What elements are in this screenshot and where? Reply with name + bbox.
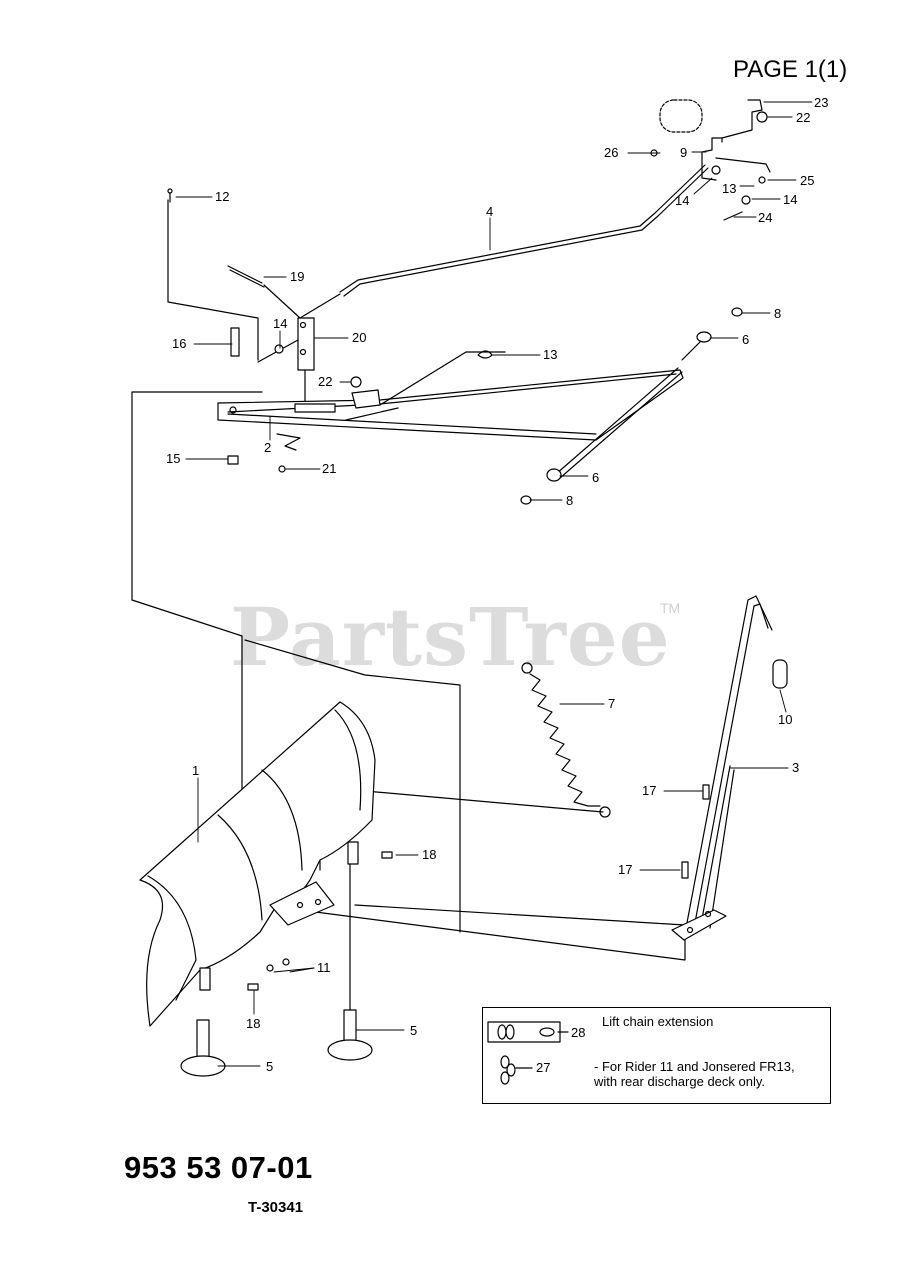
spring-rod bbox=[227, 265, 301, 319]
callout-22-frame: 22 bbox=[318, 374, 332, 389]
push-frame bbox=[217, 351, 684, 441]
callout-28: 28 bbox=[571, 1025, 585, 1040]
callout-19: 19 bbox=[290, 269, 304, 284]
callout-8-top: 8 bbox=[774, 306, 781, 321]
lever-assembly bbox=[650, 99, 771, 221]
callout-8-bottom: 8 bbox=[566, 493, 573, 508]
bracket bbox=[257, 317, 315, 407]
watermark-trademark: TM bbox=[660, 600, 681, 616]
callout-5-right: 5 bbox=[410, 1023, 417, 1038]
callout-4: 4 bbox=[486, 204, 493, 219]
callout-16: 16 bbox=[172, 336, 186, 351]
parts-tree-watermark: PartsTree bbox=[230, 590, 671, 684]
callout-24: 24 bbox=[758, 210, 772, 225]
callout-11: 11 bbox=[317, 960, 331, 975]
callout-18-left: 18 bbox=[246, 1016, 260, 1031]
callout-15: 15 bbox=[166, 451, 180, 466]
callout-21: 21 bbox=[322, 461, 336, 476]
callout-26: 26 bbox=[604, 145, 618, 160]
callout-6-bottom: 6 bbox=[592, 470, 599, 485]
callout-1: 1 bbox=[192, 763, 199, 778]
callout-27: 27 bbox=[536, 1060, 550, 1075]
snow-blade bbox=[139, 701, 376, 1027]
chain-link-icons bbox=[487, 1021, 569, 1085]
callout-14-lever: 14 bbox=[675, 193, 689, 208]
a-frame-lever bbox=[671, 595, 788, 941]
lift-chain-note-box bbox=[482, 1007, 831, 1104]
callout-14-bracket: 14 bbox=[273, 316, 287, 331]
note-text: - For Rider 11 and Jonsered FR13, with r… bbox=[594, 1059, 795, 1089]
callout-leaders bbox=[175, 101, 813, 1067]
callout-10: 10 bbox=[778, 712, 792, 727]
extension-spring bbox=[521, 662, 611, 818]
callout-17-upper: 17 bbox=[642, 783, 656, 798]
callout-13-lever: 13 bbox=[722, 181, 736, 196]
callout-20: 20 bbox=[352, 330, 366, 345]
callout-12: 12 bbox=[215, 189, 229, 204]
document-code: T-30341 bbox=[248, 1199, 304, 1216]
lift-rod bbox=[299, 164, 709, 319]
callout-2: 2 bbox=[264, 440, 271, 455]
callout-13-frame: 13 bbox=[543, 347, 557, 362]
callout-6-top: 6 bbox=[742, 332, 749, 347]
note-heading: Lift chain extension bbox=[602, 1014, 714, 1029]
page-title: PAGE 1(1) bbox=[733, 56, 848, 83]
callout-23: 23 bbox=[814, 95, 828, 110]
callout-5-left: 5 bbox=[266, 1059, 273, 1074]
fasteners bbox=[167, 188, 493, 473]
callout-25: 25 bbox=[800, 173, 814, 188]
callout-3: 3 bbox=[792, 760, 799, 775]
callout-14-right: 14 bbox=[783, 192, 797, 207]
part-number: 953 53 07-01 bbox=[124, 1150, 313, 1185]
callout-22-lever: 22 bbox=[796, 110, 810, 125]
callout-9: 9 bbox=[680, 145, 687, 160]
cross-rod bbox=[520, 307, 743, 505]
skid-shoes bbox=[180, 851, 393, 1077]
callout-18-right: 18 bbox=[422, 847, 436, 862]
callout-7: 7 bbox=[608, 696, 615, 711]
callout-17-lower: 17 bbox=[618, 862, 632, 877]
